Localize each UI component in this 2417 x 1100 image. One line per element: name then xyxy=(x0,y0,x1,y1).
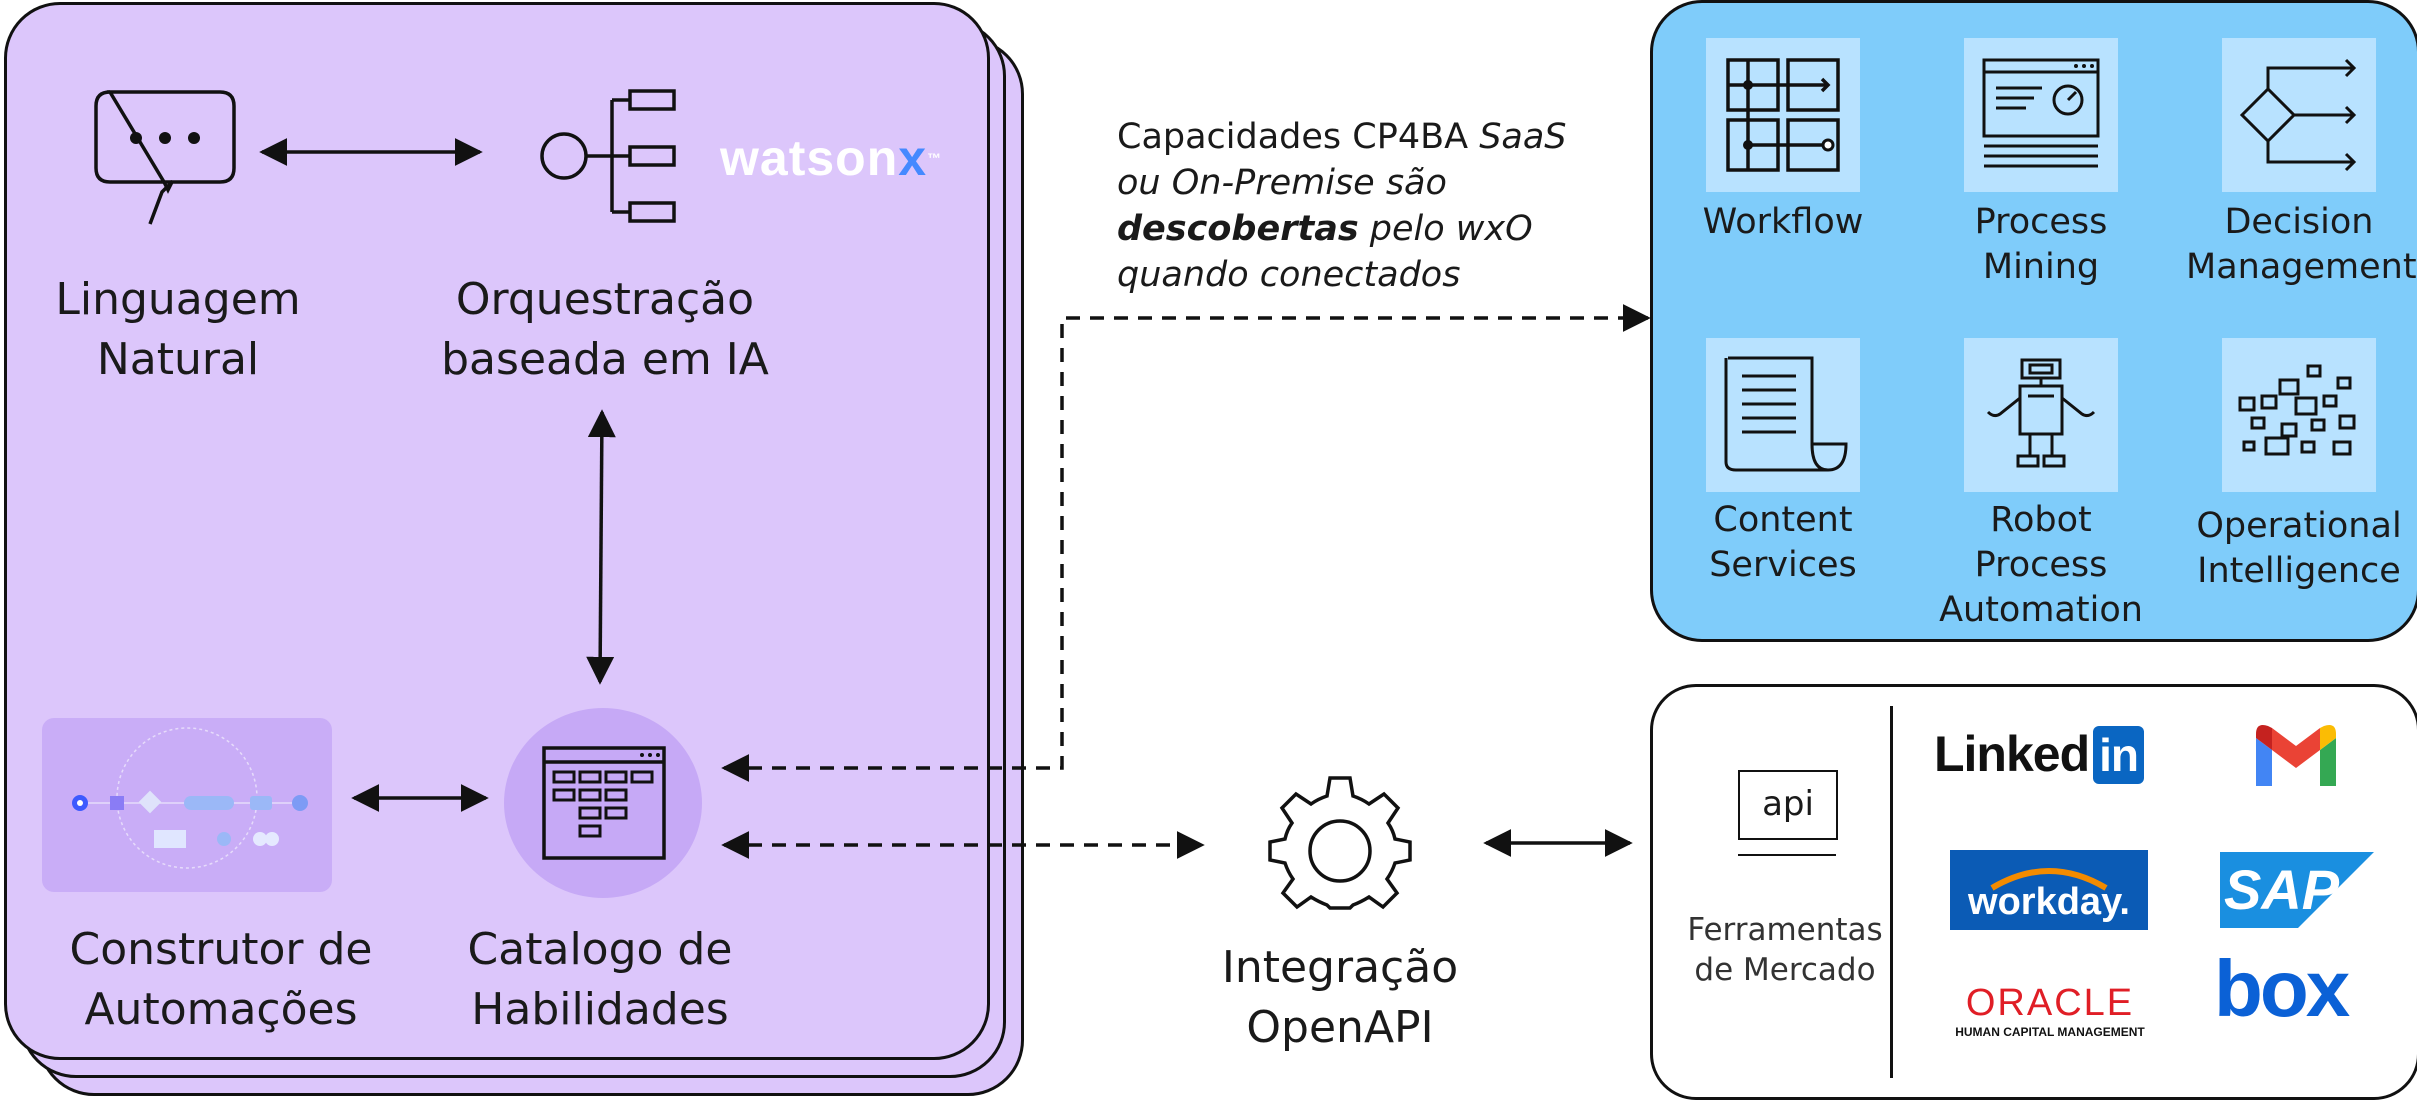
dashed-arrow-catalog-capabilities xyxy=(721,304,1651,782)
decision-icon xyxy=(2239,58,2357,172)
orchestration-label: Orquestração baseada em IA xyxy=(441,274,769,385)
skills-catalog-label: Catalogo de Habilidades xyxy=(467,924,733,1035)
watsonx-logo: watsonx™ xyxy=(720,130,943,186)
chat-bubble-icon xyxy=(94,90,236,225)
catalog-window-icon xyxy=(542,746,666,860)
workflow-label: Workflow xyxy=(1702,202,1864,242)
robot-icon xyxy=(1986,358,2096,468)
operational-intelligence-label: Operational Intelligence xyxy=(2196,506,2402,591)
orchestration-tree-icon xyxy=(540,89,676,223)
box-logo: box xyxy=(2214,944,2350,1033)
openapi-integration-label: Integração OpenAPI xyxy=(1221,942,1459,1053)
rpa-tile xyxy=(1964,338,2118,492)
automation-builder-thumbnail xyxy=(42,718,332,892)
natural-language-label: Linguagem Natural xyxy=(55,274,301,385)
decision-management-label: Decision Management xyxy=(2186,202,2417,287)
discovery-caption: Capacidades CP4BA SaaS ou On-Premise são… xyxy=(1117,117,1567,295)
operational-intelligence-tile xyxy=(2222,338,2376,492)
document-scroll-icon xyxy=(1724,356,1848,472)
scatter-boxes-icon xyxy=(2238,364,2356,456)
market-tools-label: Ferramentas de Mercado xyxy=(1687,912,1883,988)
workflow-tile xyxy=(1706,38,1860,192)
api-badge: api xyxy=(1738,770,1838,840)
content-services-tile xyxy=(1706,338,1860,492)
process-mining-label: Process Mining xyxy=(1974,202,2108,287)
content-services-label: Content Services xyxy=(1709,500,1857,585)
market-tools-divider xyxy=(1890,706,1893,1078)
api-underline xyxy=(1738,854,1836,856)
workflow-icon xyxy=(1726,58,1840,172)
process-mining-icon xyxy=(1982,58,2100,168)
automation-builder-label: Construtor de Automações xyxy=(69,924,373,1035)
process-mining-tile xyxy=(1964,38,2118,192)
oracle-logo: ORACLE HUMAN CAPITAL MANAGEMENT xyxy=(1955,982,2145,1039)
sap-logo: SAP xyxy=(2220,852,2374,928)
skills-catalog-node xyxy=(504,708,702,898)
workday-logo: workday. xyxy=(1950,850,2148,930)
gear-icon xyxy=(1268,776,1412,910)
rpa-label: Robot Process Automation xyxy=(1939,500,2143,630)
gmail-logo xyxy=(2256,725,2336,786)
decision-management-tile xyxy=(2222,38,2376,192)
arrow-orchestration-catalog xyxy=(586,409,616,685)
